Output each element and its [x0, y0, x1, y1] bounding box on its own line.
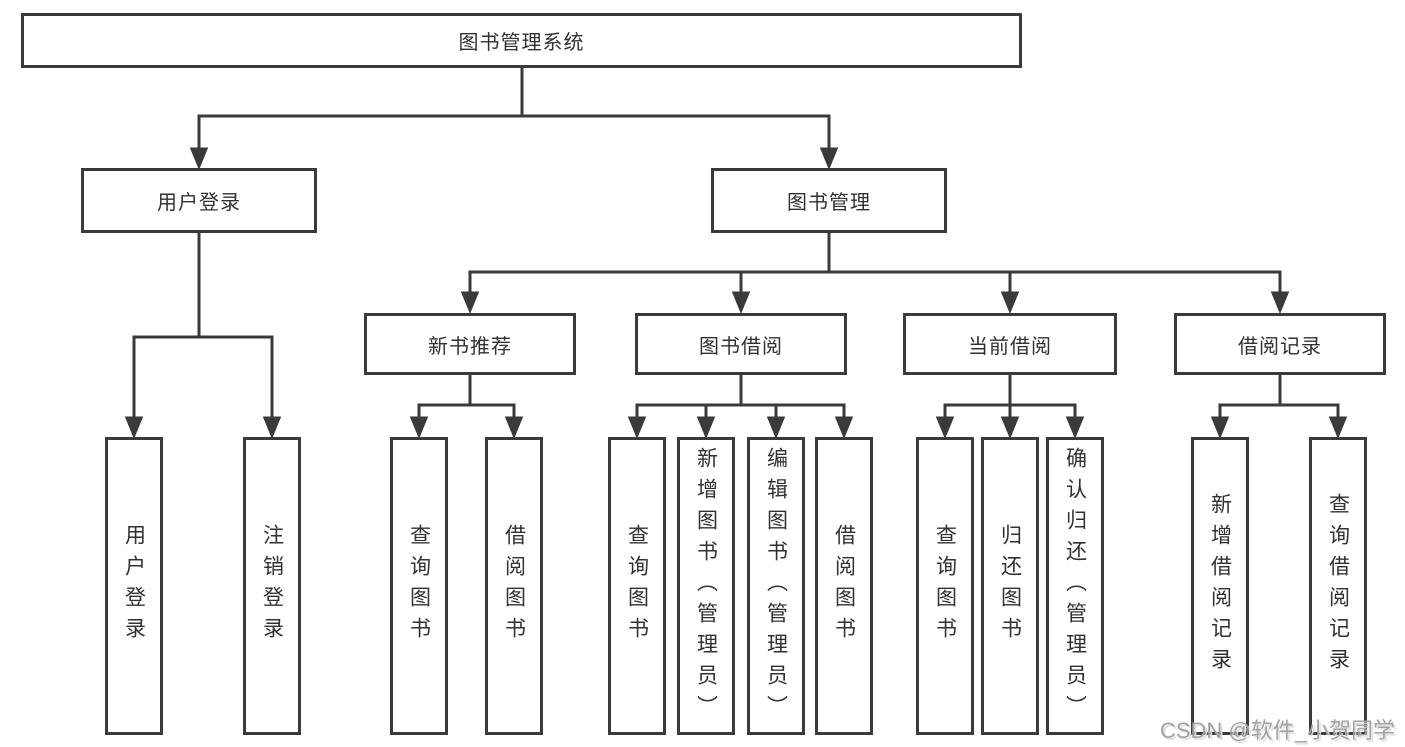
csdn-watermark: CSDN @软件_小贺同学 — [1159, 718, 1395, 743]
leaf-query-borrow-record: 查询借阅记录 — [1309, 437, 1367, 735]
node-label: 确认归还（管理员） — [1063, 446, 1087, 726]
leaf-borrow-books: 借阅图书 — [815, 437, 873, 735]
node-label: 查询图书 — [625, 524, 649, 648]
leaf-logout: 注销登录 — [243, 437, 301, 735]
connector-borrow-records-branch — [1210, 375, 1348, 439]
leaf-user-login: 用户登录 — [105, 437, 163, 735]
node-borrowing-records: 借阅记录 — [1174, 313, 1386, 375]
node-label: 借阅图书 — [832, 524, 856, 648]
node-label: 编辑图书（管理员） — [764, 446, 788, 726]
connector-book-mgmt-to-level3 — [460, 233, 1290, 314]
node-book-borrowing: 图书借阅 — [635, 313, 847, 375]
node-label: 新增图书（管理员） — [694, 446, 718, 726]
node-label: 图书管理系统 — [458, 32, 585, 54]
node-new-book-recommend: 新书推荐 — [364, 313, 576, 375]
node-label: 查询图书 — [933, 524, 957, 648]
connector-user-login-branch — [124, 233, 282, 439]
leaf-edit-books-admin: 编辑图书（管理员） — [747, 437, 805, 735]
node-user-login: 用户登录 — [81, 168, 317, 233]
leaf-add-borrow-record: 新增借阅记录 — [1191, 437, 1249, 735]
node-book-management: 图书管理 — [711, 168, 947, 233]
node-label: 当前借阅 — [968, 335, 1052, 358]
node-label: 新书推荐 — [428, 335, 512, 358]
connector-book-borrow-branch — [627, 375, 854, 439]
node-label: 用户登录 — [122, 524, 146, 648]
node-label: 借阅记录 — [1238, 335, 1322, 358]
node-label: 图书管理 — [787, 192, 871, 214]
node-label: 注销登录 — [260, 524, 284, 648]
node-label: 借阅图书 — [502, 524, 526, 648]
node-label: 图书借阅 — [699, 335, 783, 358]
node-label: 查询图书 — [407, 524, 431, 648]
node-label: 用户登录 — [157, 192, 241, 214]
connector-new-book-rec-branch — [409, 375, 524, 439]
leaf-query-books-borrow: 查询图书 — [608, 437, 666, 735]
node-current-borrowing: 当前借阅 — [903, 313, 1117, 375]
connector-current-borrow-branch — [935, 375, 1085, 439]
node-label: 查询借阅记录 — [1326, 493, 1350, 679]
connector-root-to-level2 — [189, 67, 839, 170]
node-label: 归还图书 — [998, 524, 1022, 648]
leaf-query-books-current: 查询图书 — [916, 437, 974, 735]
leaf-query-books-recommend: 查询图书 — [390, 437, 448, 735]
leaf-confirm-return-admin: 确认归还（管理员） — [1046, 437, 1104, 735]
leaf-add-books-admin: 新增图书（管理员） — [677, 437, 735, 735]
leaf-return-books: 归还图书 — [981, 437, 1039, 735]
node-label: 新增借阅记录 — [1208, 493, 1232, 679]
leaf-borrow-books-recommend: 借阅图书 — [485, 437, 543, 735]
node-library-system: 图书管理系统 — [21, 13, 1022, 68]
